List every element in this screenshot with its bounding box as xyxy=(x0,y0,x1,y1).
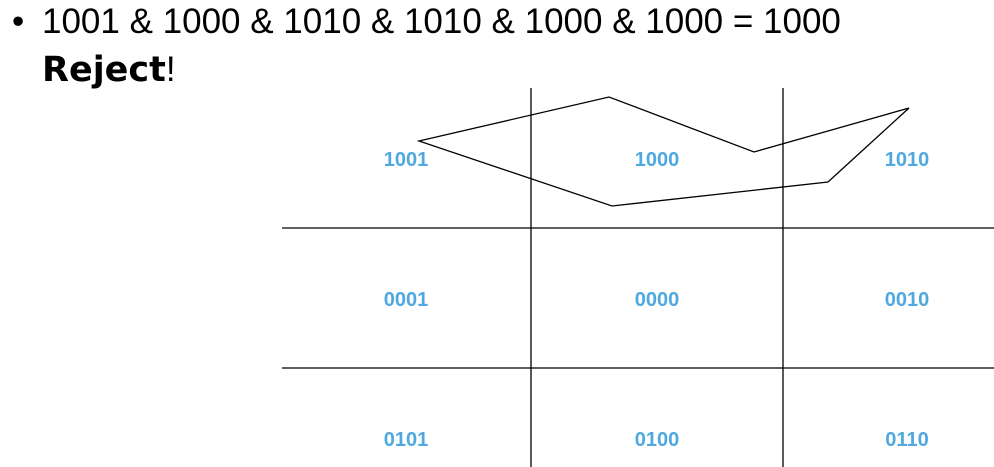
verdict-word: Reject xyxy=(42,50,166,90)
bullet-icon: • xyxy=(12,2,25,41)
region-code-middle-left: 0001 xyxy=(384,289,429,311)
verdict-punctuation: ! xyxy=(165,50,176,89)
and-expression: 1001 & 1000 & 1010 & 1010 & 1000 & 1000 … xyxy=(42,2,841,41)
region-code-top-right: 1010 xyxy=(885,149,930,171)
region-code-bottom-right: 0110 xyxy=(885,429,928,451)
test-polygon xyxy=(416,96,910,207)
region-code-bottom-left: 0101 xyxy=(384,429,429,451)
region-code-bottom-center: 0100 xyxy=(635,429,680,451)
verdict-line: Reject! xyxy=(42,50,176,90)
region-code-top-left: 1001 xyxy=(384,149,429,171)
bullet-expression-line: • 1001 & 1000 & 1010 & 1010 & 1000 & 1000… xyxy=(12,2,841,42)
region-code-middle-center: 0000 xyxy=(635,289,680,311)
region-code-top-center: 1000 xyxy=(635,149,680,171)
region-code-middle-right: 0010 xyxy=(885,289,930,311)
